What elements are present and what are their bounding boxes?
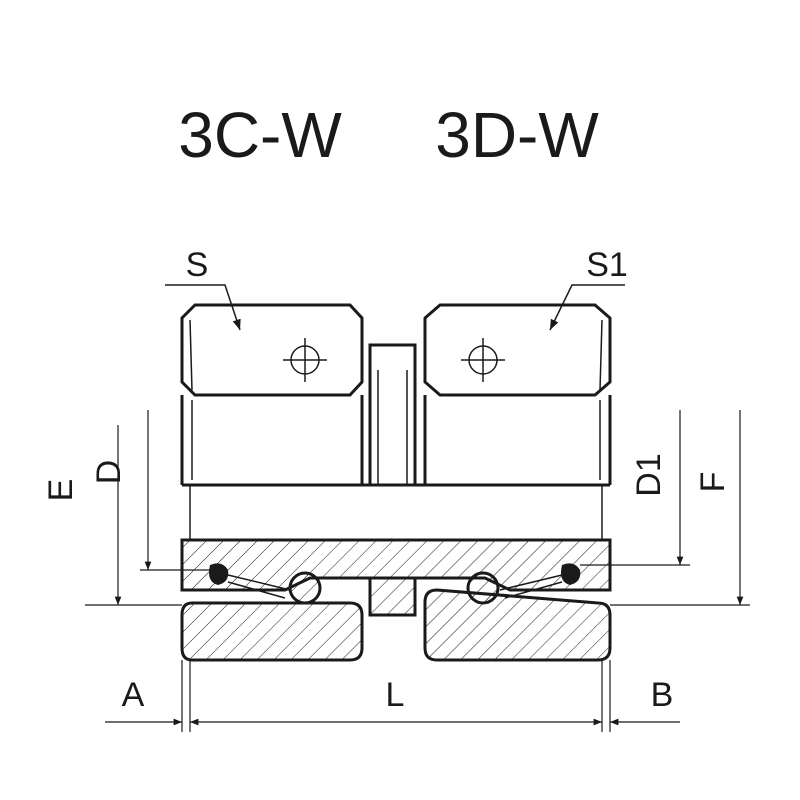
left-nut-section <box>180 601 364 662</box>
left-seal-ring <box>288 571 322 605</box>
left-o-ring <box>209 563 229 585</box>
bore-band <box>182 483 610 542</box>
label-f: F <box>694 472 732 493</box>
right-seal-ring <box>466 571 500 605</box>
tube-stub <box>368 576 417 617</box>
center-shoulder <box>368 343 417 487</box>
label-d1: D1 <box>630 453 668 496</box>
label-d: D <box>90 460 128 485</box>
title-right: 3D-W <box>435 99 599 171</box>
right-nut-section <box>423 588 612 662</box>
label-s: S <box>186 246 209 284</box>
label-a: A <box>122 676 145 714</box>
left-nut-body <box>180 395 364 485</box>
right-nut-hex <box>423 303 612 397</box>
label-b: B <box>651 676 674 714</box>
title-left: 3C-W <box>178 99 342 171</box>
right-o-ring <box>561 563 581 585</box>
right-crosshair <box>461 338 505 382</box>
label-s1: S1 <box>586 246 628 284</box>
label-e: E <box>42 479 80 502</box>
label-l: L <box>386 676 405 714</box>
right-nut-body <box>423 395 612 485</box>
left-crosshair <box>283 338 327 382</box>
left-nut-hex <box>180 303 364 397</box>
